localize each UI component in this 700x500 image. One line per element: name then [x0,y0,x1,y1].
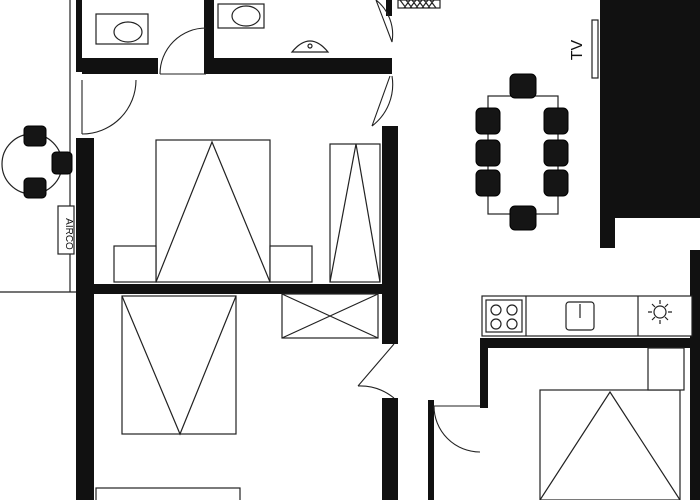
airco-unit: AIRCO [57,205,75,255]
doors [81,0,481,453]
wardrobe-master [329,143,381,283]
dark-area [600,0,700,248]
shower-grate [397,0,441,9]
lamp-icon [648,300,672,324]
dining-table [475,73,569,231]
bed-third-edge [95,487,241,500]
bed-master [113,139,313,283]
toilet-icon [217,3,265,29]
bed-third [539,347,685,500]
airco-label: AIRCO [63,218,74,250]
toilet-left [95,13,149,45]
sink-icon [290,40,330,53]
stove-icon [485,299,523,333]
walls [76,0,700,500]
tv-label: TV [569,39,586,60]
bed-second [121,295,237,436]
tv: TV [569,19,599,79]
kitchen-sink-icon [565,301,595,331]
balcony-table [1,125,73,199]
wardrobe-second [281,293,379,339]
